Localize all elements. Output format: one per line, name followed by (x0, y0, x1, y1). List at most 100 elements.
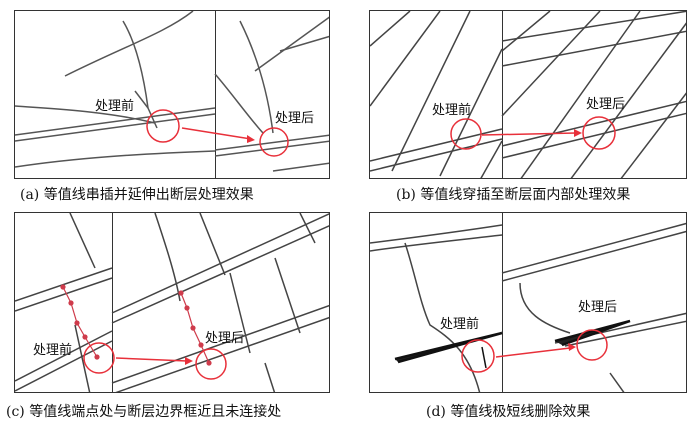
contour-line (122, 20, 149, 109)
fault-line-upper (111, 213, 329, 314)
contour-line (15, 105, 156, 124)
node-point (184, 305, 190, 311)
fault-line-lower (115, 316, 329, 392)
highlight-circle-after (259, 127, 289, 157)
fault-line-upper (214, 134, 329, 151)
caption-d: (d) 等值线极短线删除效果 (426, 404, 591, 420)
contour-line (480, 140, 503, 178)
before-label: 处理前 (33, 343, 73, 358)
after-label: 处理后 (578, 300, 618, 315)
node-point (82, 334, 88, 340)
contour-line (69, 213, 96, 269)
highlight-circle-before (461, 339, 495, 373)
arrow-head (574, 129, 582, 137)
contour-line (620, 92, 686, 178)
panel-a: 处理前 处理后 (14, 10, 330, 179)
fault-line-lower (15, 340, 113, 392)
highlight-circle-before (450, 118, 482, 150)
fault-wedge-after (554, 319, 631, 347)
arrow-shaft (495, 347, 571, 358)
fault-line-lower (214, 140, 329, 157)
arrow-shaft (115, 357, 188, 362)
panel-c-drawing (15, 213, 329, 392)
contour-line (520, 11, 641, 178)
panel-b-divider (502, 11, 503, 178)
arrow-shaft (181, 127, 252, 140)
contour-line (570, 22, 686, 178)
contour-line (501, 11, 686, 42)
before-label: 处理前 (95, 99, 135, 114)
after-label: 处理后 (586, 97, 626, 112)
node-point (198, 342, 204, 348)
contour-line (74, 324, 91, 392)
caption-a: (a) 等值线串插并延伸出断层处理效果 (20, 187, 254, 203)
fault-wedge-before (394, 331, 503, 364)
short-contour-before (481, 346, 487, 369)
fault-line-upper (15, 330, 113, 382)
contour-line (15, 150, 216, 168)
node-point (74, 320, 80, 326)
contour-line (501, 30, 686, 67)
arrow-head (185, 357, 193, 365)
fault-line-lower (15, 277, 113, 312)
before-label: 处理前 (432, 103, 472, 118)
highlight-circle-before (83, 342, 115, 374)
node-point (190, 325, 196, 331)
highlight-circle-after (576, 329, 608, 361)
node-point (206, 360, 212, 366)
panel-d: 处理前 处理后 (369, 212, 687, 393)
contour-line (272, 162, 329, 172)
fault-line-upper (501, 100, 686, 147)
contour-line (391, 11, 471, 172)
contour-line (214, 73, 264, 134)
fault-line-upper (370, 128, 503, 162)
panel-c: 处理前 处理后 (14, 212, 330, 393)
contour-line (264, 362, 276, 392)
after-label: 处理后 (275, 111, 315, 126)
highlight-circle-after (195, 348, 227, 380)
node-point (60, 284, 66, 290)
contour-line (370, 11, 441, 107)
node-point (94, 354, 100, 360)
contour-line (501, 11, 551, 52)
fault-line-lower (370, 138, 503, 172)
panel-c-divider (112, 213, 113, 392)
after-label: 处理后 (205, 331, 245, 346)
fault-line-lower (564, 320, 686, 347)
contour-line (404, 242, 481, 392)
contour-line (439, 48, 503, 177)
arrow-head (247, 135, 255, 143)
panel-a-drawing (15, 11, 329, 172)
highlight-circle-before (146, 109, 180, 143)
contour-line (64, 11, 194, 77)
node-point (178, 290, 184, 296)
fault-line-lower (15, 113, 216, 142)
contour-line (370, 234, 503, 252)
fault-line-upper (15, 107, 216, 136)
contour-line (609, 372, 625, 392)
contour-line (199, 213, 226, 276)
caption-b: (b) 等值线穿插至断层面内部处理效果 (396, 187, 631, 203)
contour-line (370, 224, 503, 244)
fault-line-upper (501, 222, 686, 274)
panel-b-drawing (370, 11, 686, 178)
contour-line (370, 11, 411, 47)
fault-line-lower (111, 225, 329, 324)
caption-c: (c) 等值线端点处与断层边界框近且未连接处 (6, 404, 282, 420)
contour-line (254, 16, 329, 72)
contour-line (154, 213, 181, 302)
panel-a-divider (215, 11, 216, 178)
arrow-head (568, 343, 576, 351)
contour-line (519, 282, 571, 334)
arrow-shaft (481, 132, 577, 136)
node-point (68, 300, 74, 306)
contour-line (279, 35, 329, 52)
contour-line (274, 257, 301, 334)
contour-line (229, 272, 251, 354)
fault-line-lower (501, 230, 686, 282)
fault-line-lower (501, 112, 686, 159)
before-label: 处理前 (440, 317, 480, 332)
panel-d-divider (502, 213, 503, 392)
panel-b: 处理前 处理后 (369, 10, 687, 179)
contour-line (239, 20, 274, 134)
